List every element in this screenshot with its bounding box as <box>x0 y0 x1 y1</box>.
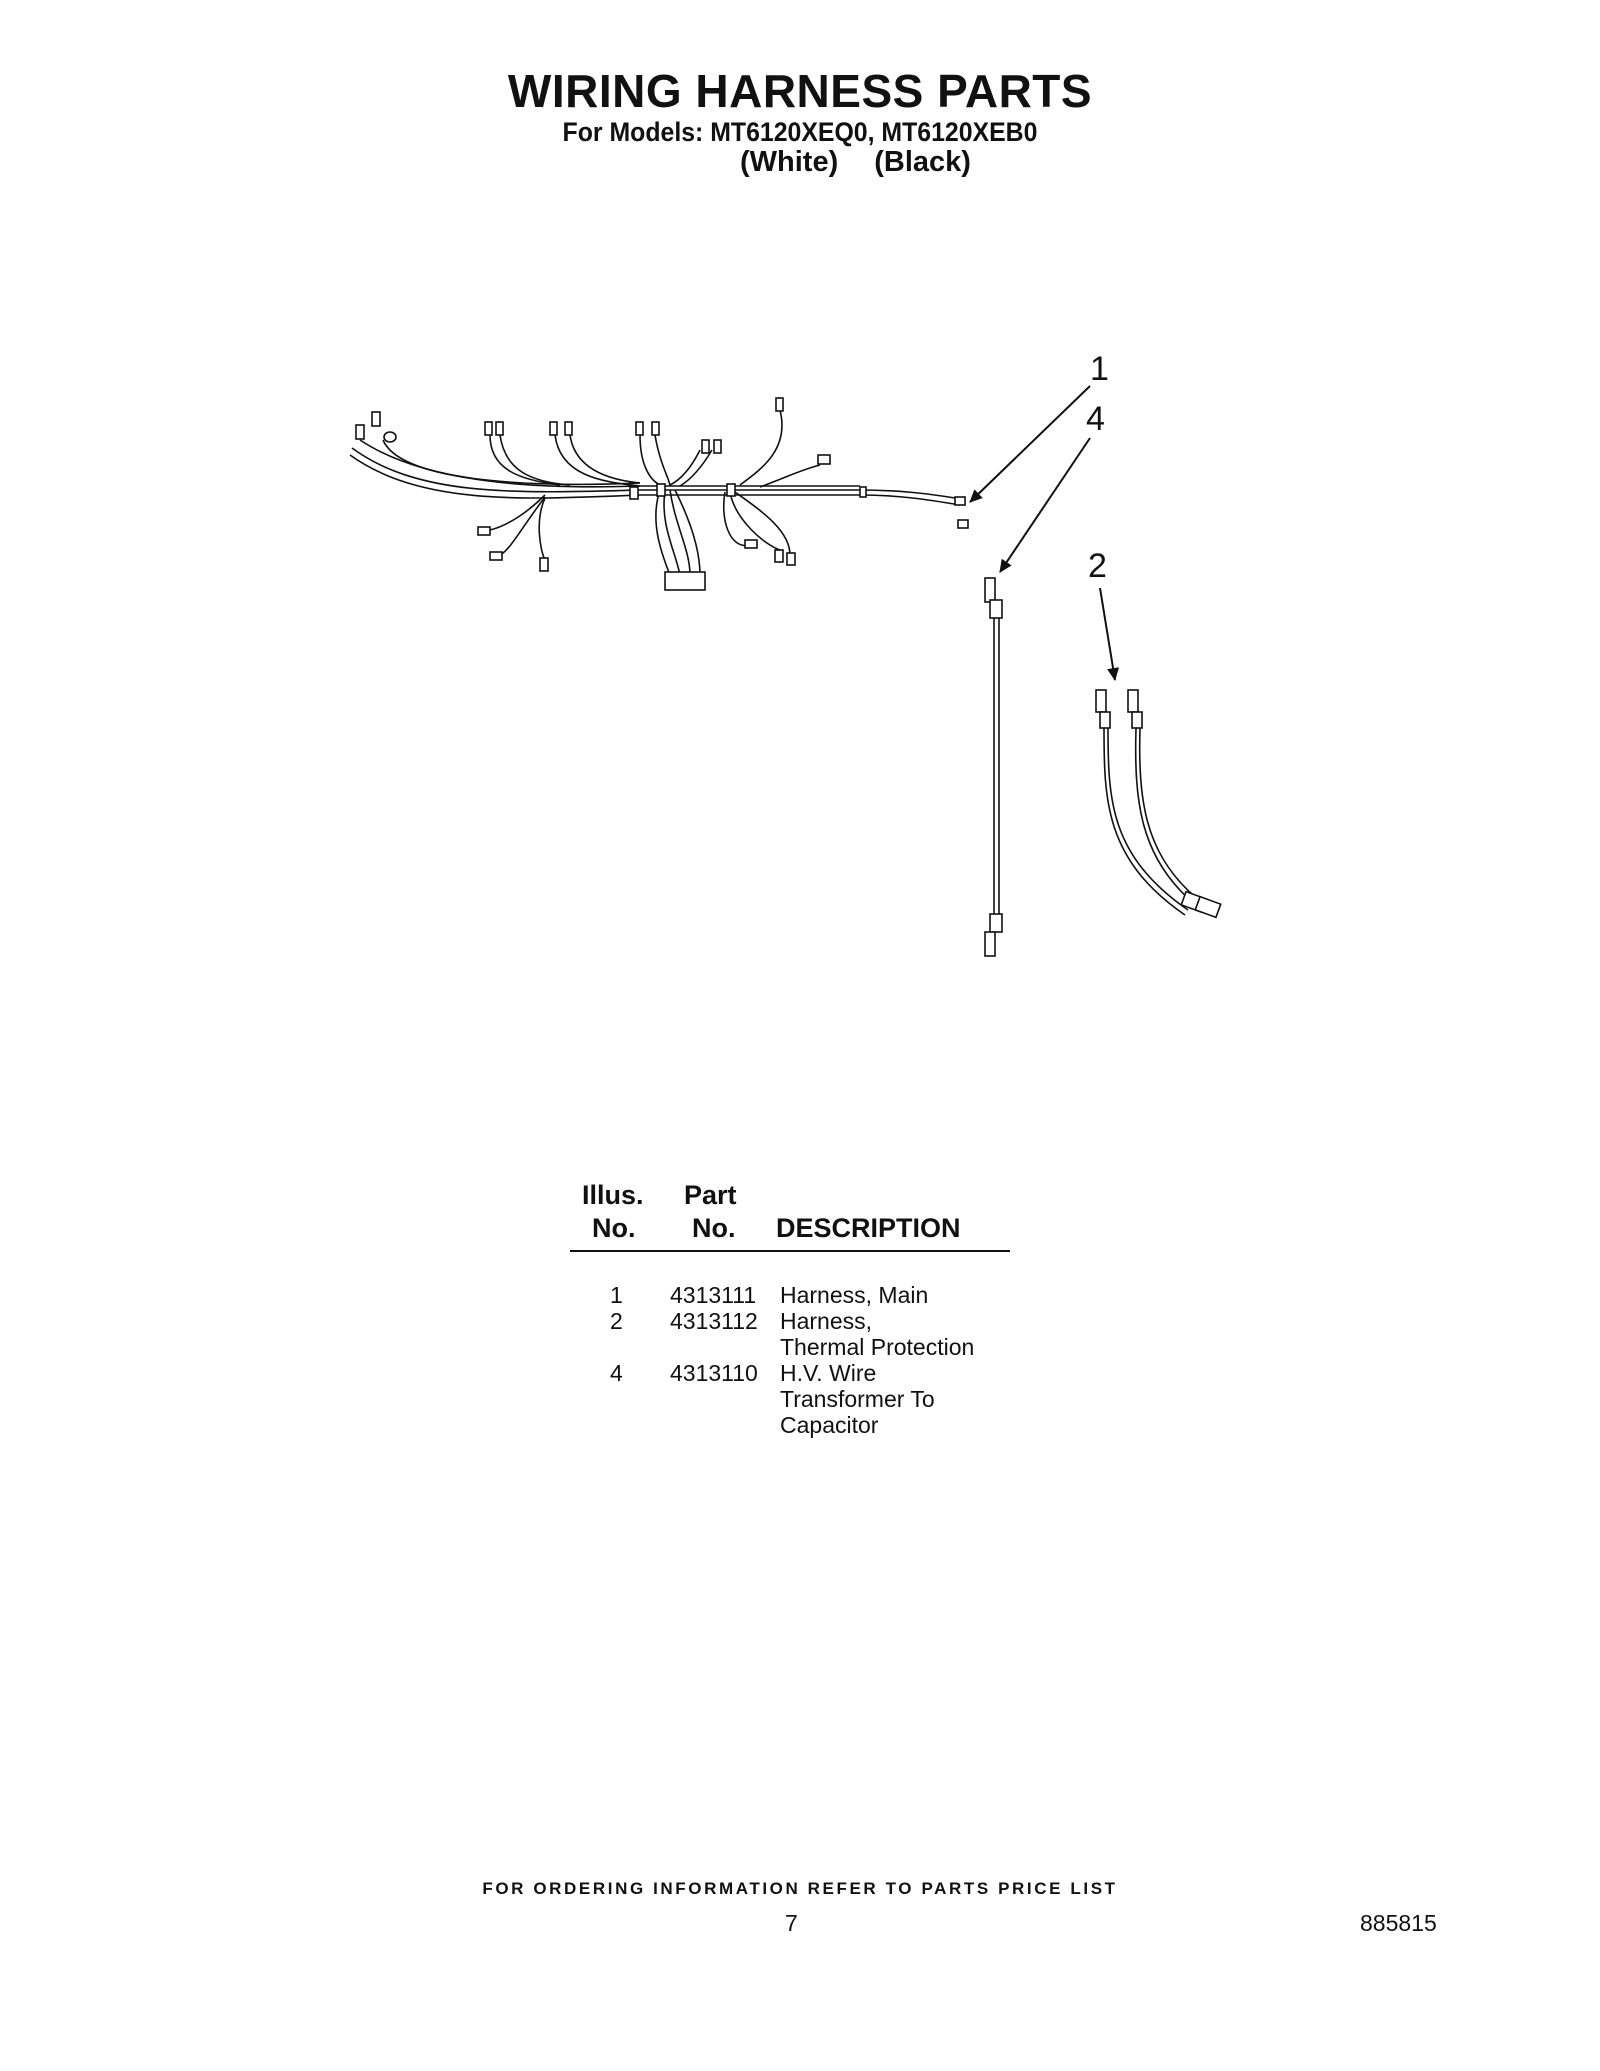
hv-wire-illustration <box>984 577 1003 957</box>
callout-1: 1 <box>1090 350 1109 388</box>
page-title: WIRING HARNESS PARTS <box>507 65 1093 117</box>
description-line: Transformer To <box>780 1386 935 1412</box>
callout-arrows <box>969 385 1119 681</box>
part-no: 4313111 <box>670 1282 757 1308</box>
description-line: Capacitor <box>780 1412 879 1438</box>
color-white-label: (White) <box>740 146 839 178</box>
model-colors: (White) (Black) <box>740 146 1007 179</box>
description-line: Harness, Main <box>780 1282 929 1308</box>
thermal-protection-harness-illustration <box>1095 689 1222 919</box>
description-line: Harness, <box>780 1308 873 1334</box>
illus-no: 2 <box>610 1308 623 1334</box>
table-row: 2 4313112 Harness, Thermal Protection <box>570 1308 1010 1360</box>
description: Harness, Thermal Protection <box>780 1308 974 1360</box>
document-number: 885815 <box>1360 1910 1437 1936</box>
illus-no: 1 <box>610 1282 623 1308</box>
parts-table-header: Illus. No. Part No. DESCRIPTION <box>570 1180 1010 1252</box>
table-row: 1 4313111 Harness, Main <box>570 1282 1010 1308</box>
part-no: 4313112 <box>670 1308 758 1334</box>
callout-2: 2 <box>1088 547 1107 585</box>
description: Harness, Main <box>780 1282 928 1308</box>
header-illus-no: No. <box>592 1213 636 1243</box>
illus-no: 4 <box>610 1360 623 1386</box>
description: H.V. Wire Transformer To Capacitor <box>780 1360 935 1438</box>
header-illus: Illus. <box>582 1180 644 1210</box>
description-line: Thermal Protection <box>780 1334 975 1360</box>
header-part-no: No. <box>692 1213 736 1243</box>
table-row: 4 4313110 H.V. Wire Transformer To Capac… <box>570 1360 1010 1438</box>
header-part: Part <box>684 1180 737 1210</box>
callout-4: 4 <box>1086 400 1105 438</box>
header-description: DESCRIPTION <box>776 1213 961 1243</box>
ordering-note: FOR ORDERING INFORMATION REFER TO PARTS … <box>482 1879 1118 1898</box>
part-no: 4313110 <box>670 1360 758 1386</box>
parts-table-body: 1 4313111 Harness, Main 2 4313112 Harnes… <box>570 1282 1010 1438</box>
description-line: H.V. Wire <box>780 1360 877 1386</box>
main-harness-illustration <box>349 397 969 591</box>
wiring-harness-diagram: 1 4 2 <box>349 350 1222 957</box>
color-black-label: (Black) <box>874 146 971 178</box>
models-line: For Models: MT6120XEQ0, MT6120XEB0 <box>562 117 1038 147</box>
page-number: 7 <box>785 1910 798 1936</box>
parts-table: Illus. No. Part No. DESCRIPTION 1 431311… <box>570 1180 1010 1438</box>
